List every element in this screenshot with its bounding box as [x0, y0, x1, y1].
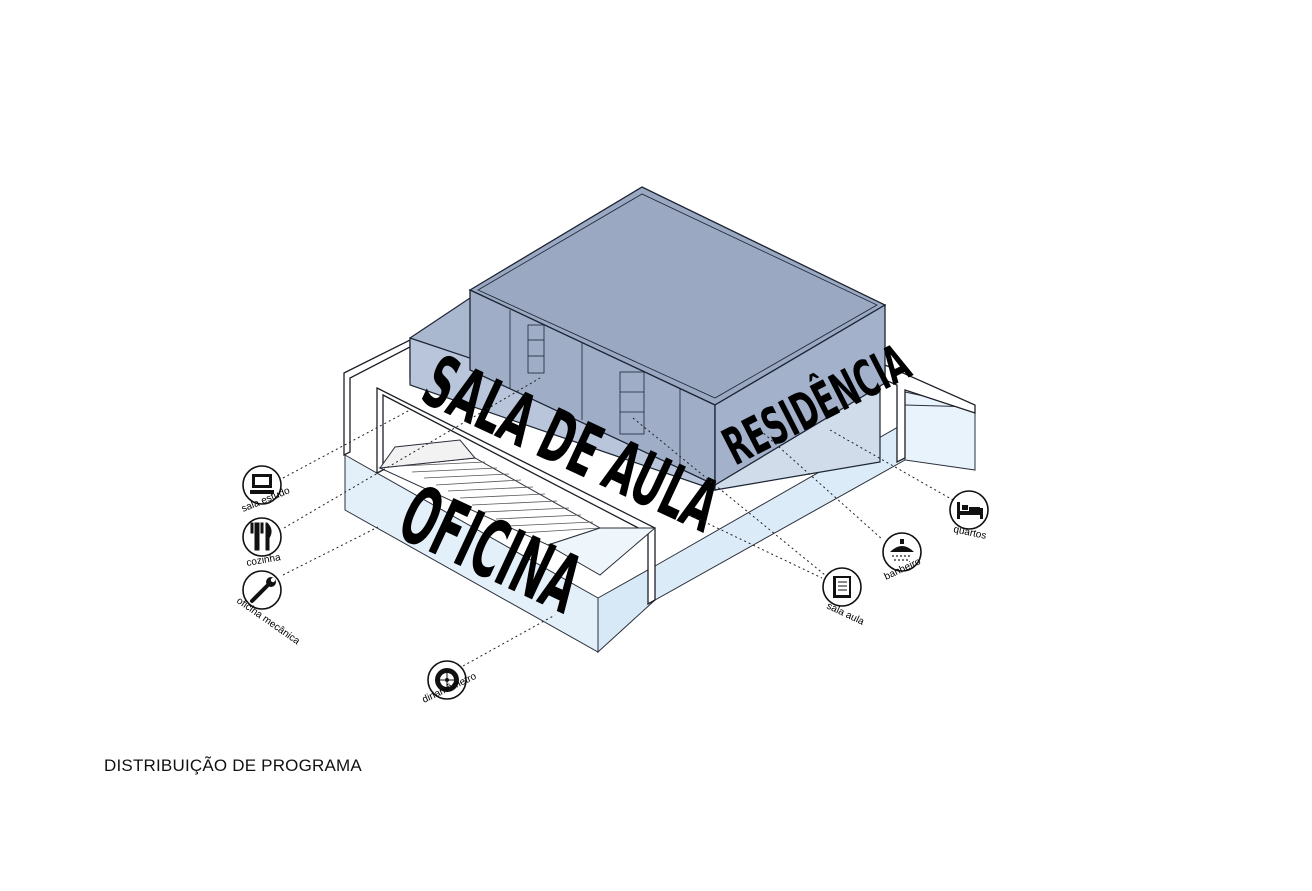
- icon-label-quartos: quartos: [952, 524, 987, 542]
- icon-group-banheiro: banheiro: [882, 532, 923, 583]
- ramp: [378, 439, 657, 576]
- icon-group-oficina-mecanica: oficina mecânica: [234, 570, 302, 647]
- leader-lines: [282, 377, 954, 667]
- computer-icon: [250, 474, 274, 494]
- icon-label-cozinha: cozinha: [246, 552, 282, 569]
- cutlery-icon: [250, 522, 272, 551]
- residence-volume: [468, 186, 887, 487]
- icon-group-quartos: quartos: [949, 490, 989, 542]
- diagram-caption: DISTRIBUIÇÃO DE PROGRAMA: [104, 756, 362, 775]
- shower-icon: [890, 539, 914, 561]
- bed-icon: [957, 502, 983, 519]
- icon-group-dinamometro: dinamômetro: [421, 660, 479, 706]
- icon-group-sala-estudo: sala estudo: [240, 465, 292, 515]
- wrench-icon: [250, 577, 276, 603]
- book-icon: [833, 576, 851, 598]
- icon-group-cozinha: cozinha: [242, 517, 282, 569]
- wheel-icon: [435, 668, 459, 692]
- icon-group-sala-aula: sala aula: [822, 567, 866, 628]
